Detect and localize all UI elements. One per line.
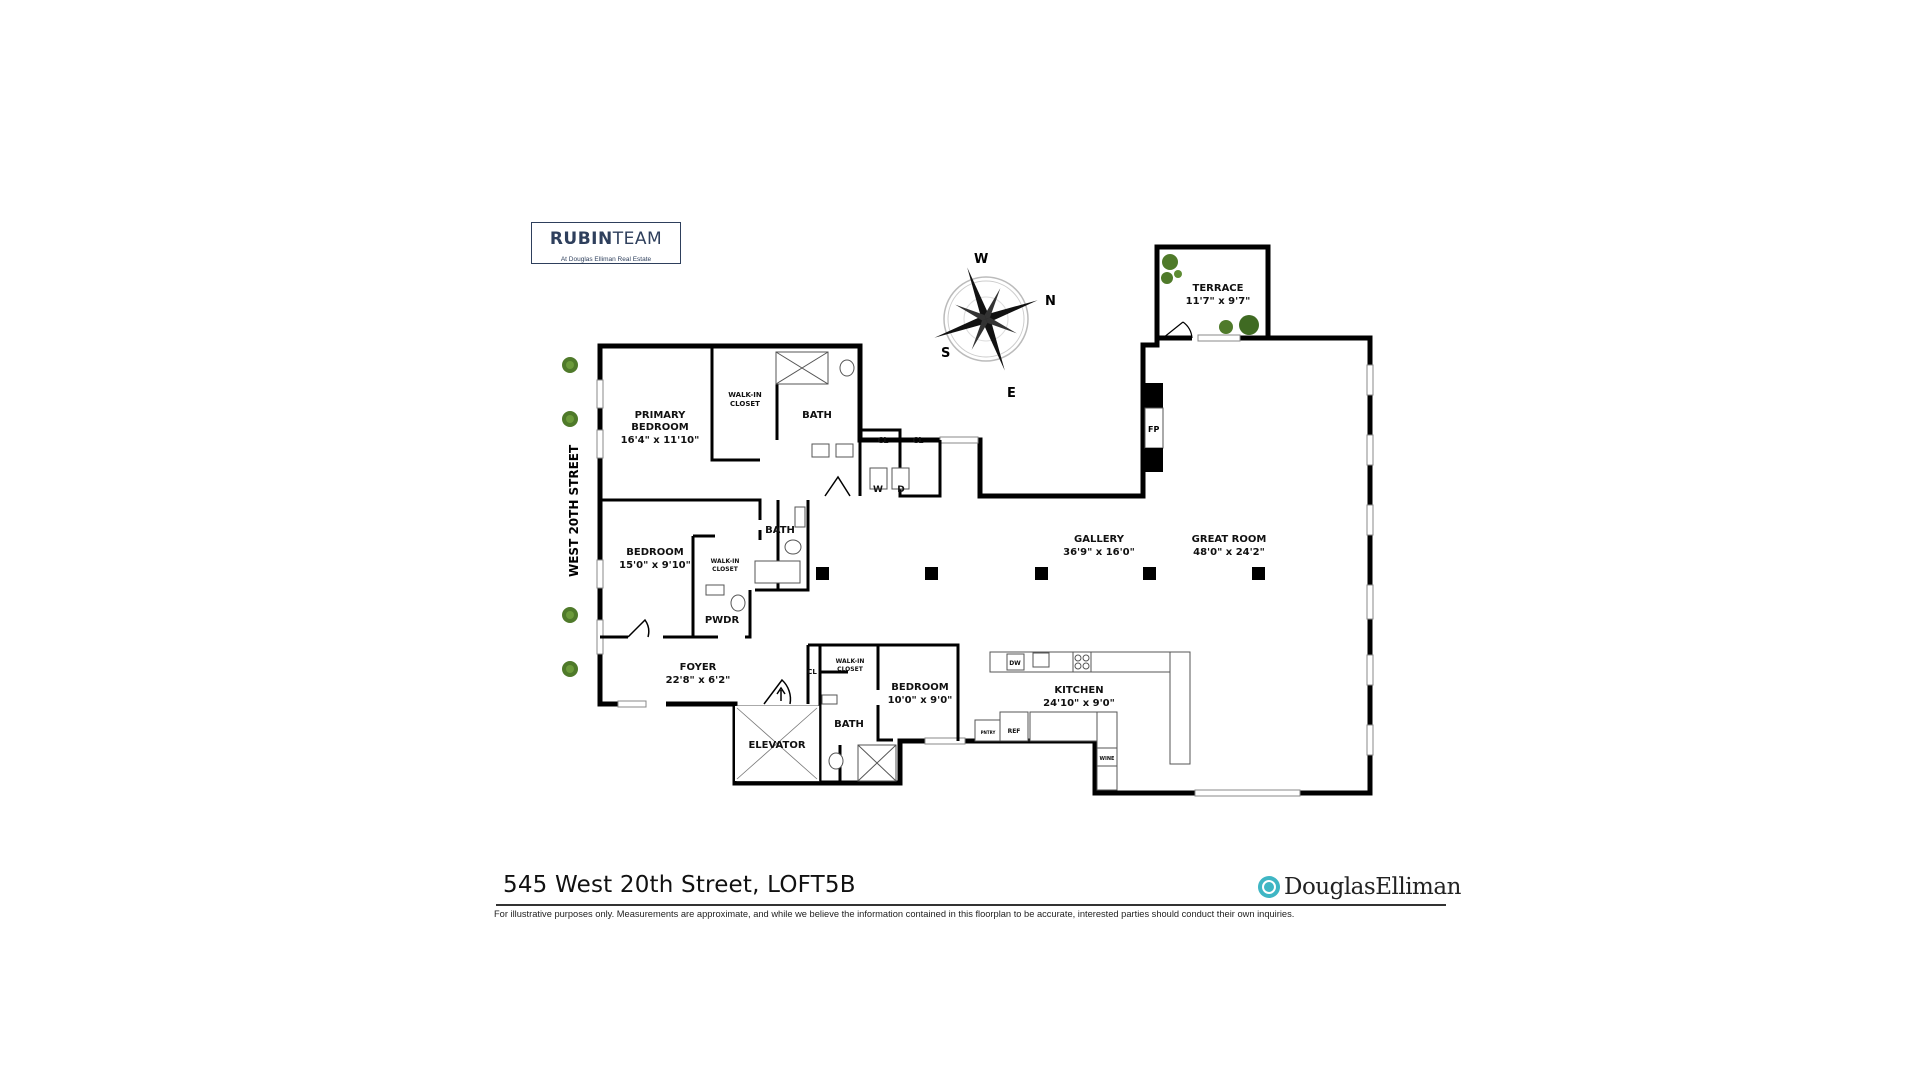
street-label: WEST 20TH STREET xyxy=(567,444,581,577)
primary-bath-label: BATH xyxy=(802,410,832,421)
washer-label: W xyxy=(873,485,883,495)
terrace-size: 11'7" x 9'7" xyxy=(1186,296,1251,307)
columns xyxy=(816,567,1265,580)
dishwasher-label: DW xyxy=(1009,660,1021,667)
room-labels: PRIMARY BEDROOM 16'4" x 11'10" WALK-IN C… xyxy=(619,283,1266,762)
bedroom-3-bath-label: BATH xyxy=(834,719,864,730)
team-logo-text: RUBINTEAM xyxy=(532,229,680,249)
primary-walkin-label: WALK-IN xyxy=(728,391,762,399)
disclaimer-text: For illustrative purposes only. Measurem… xyxy=(494,909,1295,919)
gallery-label: GALLERY xyxy=(1074,534,1125,545)
douglas-elliman-mark-icon xyxy=(1258,876,1280,898)
team-logo-bold: RUBIN xyxy=(549,229,613,249)
foyer-label: FOYER xyxy=(680,662,717,673)
kitchen-label: KITCHEN xyxy=(1054,685,1103,696)
arrow-up-icon xyxy=(776,686,786,701)
exterior-walls xyxy=(597,244,1373,796)
elevator-shaft xyxy=(735,686,819,781)
dryer-label: D xyxy=(897,485,904,495)
toilet xyxy=(839,359,855,377)
tree-icon xyxy=(562,357,578,373)
great-room-size: 48'0" x 24'2" xyxy=(1193,547,1265,558)
team-logo-light: TEAM xyxy=(612,229,663,249)
primary-bedroom-size: 16'4" x 11'10" xyxy=(621,435,700,446)
primary-walkin-label-2: CLOSET xyxy=(730,400,760,408)
fireplace: FP xyxy=(1144,383,1164,472)
tree-icon xyxy=(562,607,578,623)
foyer-size: 22'8" x 6'2" xyxy=(666,675,731,686)
laundry-closet-2: CL xyxy=(913,436,924,445)
bedroom-3-walkin-label: WALK-IN xyxy=(836,658,865,665)
compass-rose: W N S E xyxy=(934,252,1056,401)
kitchen-size: 24'10" x 9'0" xyxy=(1043,698,1115,709)
fireplace-label: FP xyxy=(1148,425,1159,434)
rubin-team-logo: RUBINTEAM At Douglas Elliman Real Estate xyxy=(531,222,681,264)
refrigerator-label: REF xyxy=(1008,728,1021,735)
powder-room-label: PWDR xyxy=(705,615,740,626)
foyer-closet-label: CL xyxy=(807,668,817,676)
bedroom-3-label: BEDROOM xyxy=(891,682,948,693)
gallery-size: 36'9" x 16'0" xyxy=(1063,547,1135,558)
elevator-label: ELEVATOR xyxy=(748,740,805,751)
bedroom-2-walkin-label-2: CLOSET xyxy=(712,566,739,573)
street-trees xyxy=(562,357,578,677)
laundry-closet-1: CL xyxy=(878,436,889,445)
tree-icon xyxy=(562,411,578,427)
primary-bedroom-label: PRIMARY xyxy=(635,410,687,421)
bedroom-2-label: BEDROOM xyxy=(626,547,683,558)
bedroom-3-walkin-label-2: CLOSET xyxy=(837,666,864,673)
bedroom-2-bath-label: BATH xyxy=(765,525,795,536)
bedroom-2-size: 15'0" x 9'10" xyxy=(619,560,691,571)
bedroom-2-walkin-label: WALK-IN xyxy=(711,558,740,565)
compass-n: N xyxy=(1045,294,1056,309)
primary-bedroom-label-2: BEDROOM xyxy=(631,422,688,433)
listing-address: 545 West 20th Street, LOFT5B xyxy=(503,872,856,898)
bedroom-3-size: 10'0" x 9'0" xyxy=(888,695,953,706)
windows xyxy=(596,334,1374,797)
terrace-label: TERRACE xyxy=(1193,283,1244,294)
terrace-plants xyxy=(1161,254,1259,335)
team-logo-subtitle: At Douglas Elliman Real Estate xyxy=(557,256,655,263)
tree-icon xyxy=(562,661,578,677)
compass-e: E xyxy=(1007,386,1016,401)
doors xyxy=(627,321,1193,705)
great-room-label: GREAT ROOM xyxy=(1192,534,1267,545)
wine-fridge-label: WINE xyxy=(1100,756,1116,762)
compass-s: S xyxy=(941,346,950,361)
footer-divider xyxy=(496,904,1446,906)
pantry-label: PNTRY xyxy=(981,730,996,735)
compass-w: W xyxy=(974,252,988,267)
douglas-elliman-logo: DouglasElliman xyxy=(1258,872,1461,902)
douglas-elliman-wordmark: DouglasElliman xyxy=(1284,874,1461,900)
